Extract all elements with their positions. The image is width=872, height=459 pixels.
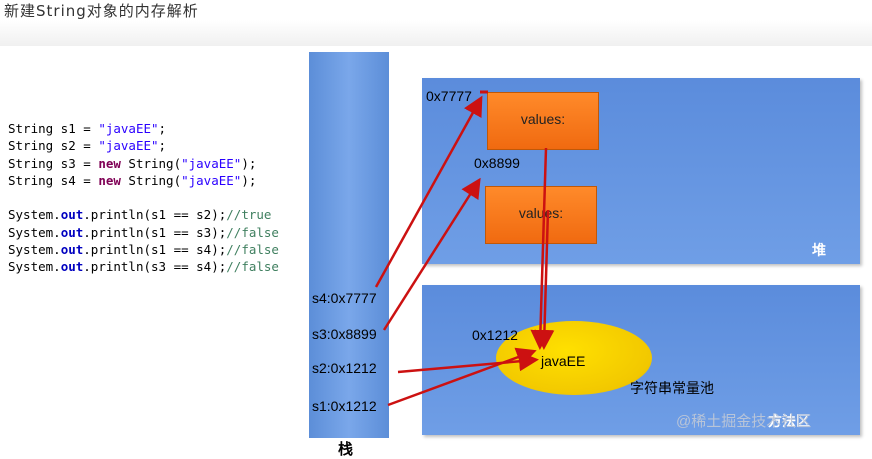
code-token: out: [60, 224, 84, 240]
code-token: String s4 =: [8, 172, 99, 188]
code-token: );: [241, 155, 257, 171]
code-line: System.out.println(s1 == s3);//false: [8, 224, 279, 241]
code-line: String s1 = "javaEE";: [8, 120, 279, 137]
header-band: [0, 20, 872, 46]
code-token: System.: [8, 259, 61, 275]
code-token: "javaEE": [181, 155, 242, 171]
code-token: //false: [226, 259, 279, 275]
code-token: //false: [226, 224, 279, 240]
code-token: out: [60, 242, 84, 258]
code-token: new: [98, 172, 121, 188]
code-line: String s4 = new String("javaEE");: [8, 172, 279, 189]
code-line: String s2 = "javaEE";: [8, 137, 279, 154]
code-token: System.: [8, 242, 61, 258]
code-token: ;: [158, 138, 167, 154]
pool-value: javaEE: [541, 353, 586, 369]
watermark: @稀土掘金技术社区: [676, 413, 812, 430]
code-token: new: [98, 155, 121, 171]
code-token: System.: [8, 224, 61, 240]
code-token: //false: [226, 242, 279, 258]
code-token: String(: [120, 172, 182, 188]
heap-object-2: values:: [485, 186, 597, 244]
stack-var-s2: s2:0x1212: [312, 360, 377, 376]
code-token: String s1 =: [8, 121, 99, 136]
arrow-s2-to-pool: [397, 351, 539, 374]
heap-object-2-address: 0x8899: [474, 155, 520, 171]
arrow-s3-to-heap2: [382, 177, 481, 331]
code-token: out: [60, 207, 84, 223]
arrow-s4-to-heap1: [374, 95, 483, 288]
code-token: String s3 =: [8, 155, 99, 171]
code-token: .println(s1 == s4);: [83, 242, 227, 258]
arrow-heap1-to-pool: [530, 147, 551, 350]
code-token: String s2 =: [8, 138, 99, 154]
code-block: String s1 = "javaEE";String s2 = "javaEE…: [8, 120, 279, 276]
stack-var-s3: s3:0x8899: [312, 326, 377, 342]
code-token: ;: [158, 121, 167, 136]
stack-region: [309, 52, 389, 438]
method-area-label: 方法区: [768, 413, 810, 429]
pool-label: 字符串常量池: [630, 380, 714, 396]
heap-object-1-field: values:: [520, 111, 566, 127]
heap-object-1-address: 0x7777: [426, 88, 472, 104]
code-token: );: [241, 172, 257, 188]
code-line: System.out.println(s1 == s4);//false: [8, 241, 279, 258]
heap-label: 堆: [812, 242, 826, 258]
code-token: String(: [120, 155, 182, 171]
stack-var-s1: s1:0x1212: [312, 398, 377, 414]
heap-object-1: values:: [487, 92, 599, 150]
code-token: .println(s1 == s2);: [83, 207, 227, 223]
page-title: 新建String对象的内存解析: [4, 2, 199, 20]
pool-address: 0x1212: [472, 327, 518, 343]
code-token: "javaEE": [98, 138, 159, 154]
code-line: System.out.println(s3 == s4);//false: [8, 258, 279, 275]
arrow-s1-to-pool: [387, 347, 537, 407]
code-token: System.: [8, 207, 61, 223]
code-line: System.out.println(s1 == s2);//true: [8, 206, 279, 223]
code-line: String s3 = new String("javaEE");: [8, 155, 279, 172]
code-token: .println(s3 == s4);: [83, 259, 227, 275]
reference-arrows: [374, 90, 555, 407]
code-token: "javaEE": [98, 121, 159, 136]
heap-object-2-field: values:: [518, 205, 564, 221]
code-token: .println(s1 == s3);: [83, 224, 227, 240]
code-token: "javaEE": [181, 172, 242, 188]
code-token: out: [60, 259, 84, 275]
code-token: //true: [226, 207, 272, 223]
stack-var-s4: s4:0x7777: [312, 290, 377, 306]
arrow-heap2-to-pool: [534, 209, 555, 350]
